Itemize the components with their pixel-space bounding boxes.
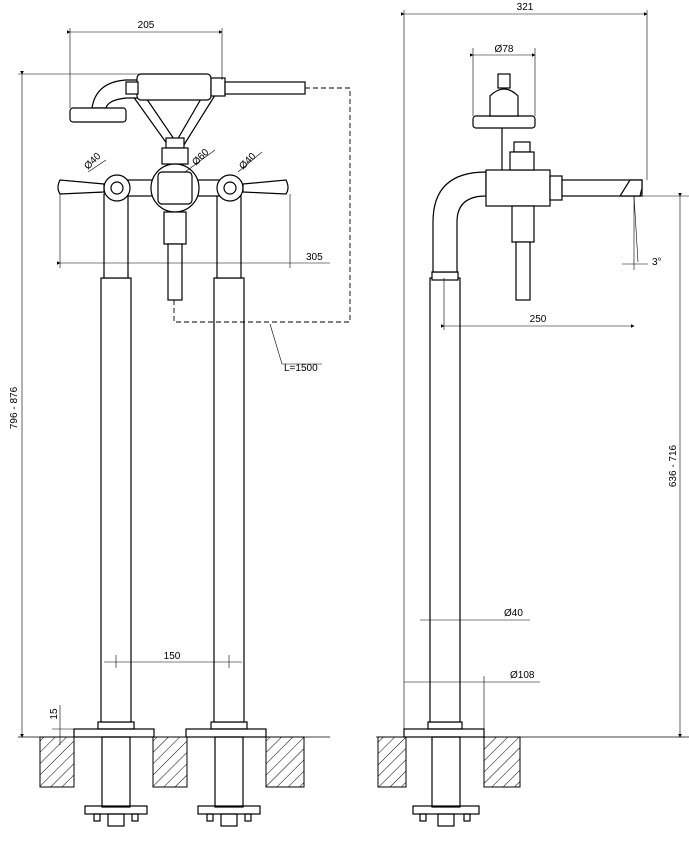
leader-line	[237, 151, 263, 173]
spout-tip	[618, 179, 643, 197]
riser-ring	[431, 271, 459, 281]
shower-head	[69, 107, 127, 123]
underfloor-tube-right	[214, 736, 244, 808]
underfloor-nut-right	[220, 813, 238, 827]
lever-right	[242, 179, 289, 195]
base-flange-side	[403, 728, 485, 738]
dim-height-label: 796 - 876	[9, 386, 20, 429]
riser-bend	[432, 171, 487, 273]
floor-block	[483, 736, 521, 788]
dim-handle-left-label: Ø40	[82, 151, 103, 172]
bolt	[93, 813, 101, 822]
shower-hook-side	[489, 88, 519, 117]
hose-path	[173, 87, 351, 323]
base-flange-right	[185, 728, 267, 738]
bolt	[206, 813, 214, 822]
bolt	[131, 813, 139, 822]
riser-pipe-side	[429, 277, 461, 723]
hose-leader	[269, 323, 322, 365]
base-flange-left	[73, 728, 155, 738]
diverter-knob	[161, 147, 189, 165]
floor-block	[39, 736, 75, 788]
spout-tube-side	[515, 241, 531, 301]
front-view: 205 Ø40 Ø60 Ø40 305 L=1500 796 - 876 150…	[9, 20, 351, 827]
dim-150-label: 150	[164, 651, 181, 662]
riser-upper-left	[103, 193, 129, 279]
floor-block	[377, 736, 407, 788]
dim-hose-label: L=1500	[284, 363, 318, 374]
underfloor-nut-side	[437, 813, 455, 827]
spout-collar	[549, 175, 563, 201]
handle-cap-left	[110, 181, 124, 195]
leader-line	[87, 159, 107, 173]
underfloor-nut-left	[107, 813, 125, 827]
underfloor-tube-side	[431, 736, 461, 808]
shower-head-side	[472, 115, 536, 129]
handle-cap-right	[223, 181, 237, 195]
valve-body-side	[485, 169, 551, 207]
dim-base-label: Ø108	[510, 670, 535, 681]
bolt	[244, 813, 252, 822]
dim-height-side-label: 636 - 716	[668, 444, 679, 487]
base-collar-right	[210, 721, 248, 730]
hook-ring	[125, 81, 139, 95]
spout-tube	[167, 243, 183, 301]
bolt	[419, 813, 427, 822]
diverter-knob-side	[509, 151, 535, 171]
shower-coupling	[210, 77, 226, 97]
base-collar-left	[97, 721, 135, 730]
dim-321-label: 321	[517, 2, 534, 13]
leader-line	[184, 149, 216, 173]
diverter-cap-side	[513, 141, 531, 153]
floor-block	[152, 736, 188, 788]
dim-305-label: 305	[306, 252, 323, 263]
dim-handle-right-label: Ø40	[237, 151, 258, 172]
lever-left	[57, 179, 105, 195]
spout-connector	[163, 211, 187, 245]
riser-upper-right	[216, 193, 242, 279]
shower-top-nut	[497, 73, 511, 89]
underfloor-tube-left	[101, 736, 131, 808]
angle-line	[633, 195, 639, 263]
dim-pipe-label: Ø40	[504, 608, 523, 619]
dim-shower-label: Ø78	[495, 44, 514, 55]
dim-center-label: Ø60	[190, 147, 211, 168]
dim-205-label: 205	[138, 20, 155, 31]
riser-pipe-left	[100, 277, 132, 723]
diverter-cap	[165, 137, 185, 149]
spout-connector-side	[511, 205, 535, 243]
side-view: 321 Ø78 3° 250 636 - 716 Ø40 Ø108	[376, 2, 689, 827]
dim-angle-label: 3°	[652, 257, 662, 268]
riser-pipe-right	[213, 277, 245, 723]
shower-hose-stub	[224, 81, 306, 95]
shower-handle	[136, 73, 212, 101]
dim-15-label: 15	[49, 708, 60, 720]
base-collar-side	[427, 721, 463, 730]
dim-250-label: 250	[530, 314, 547, 325]
center-valve-inner	[157, 171, 193, 205]
floor-block	[265, 736, 305, 788]
bolt	[463, 813, 471, 822]
